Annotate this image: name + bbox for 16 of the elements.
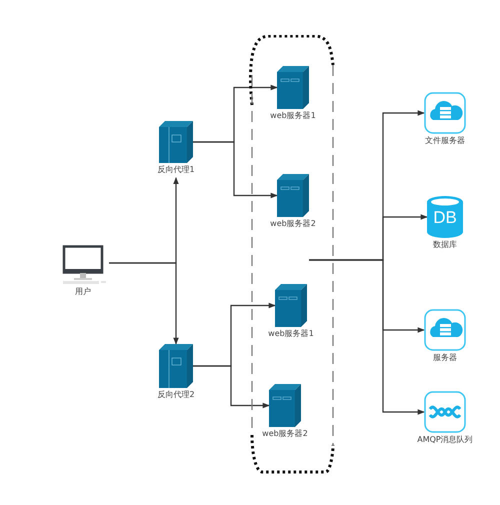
arrow — [109, 262, 179, 345]
node-caption: AMQP消息队列 — [417, 436, 473, 445]
node-caption: 用户 — [75, 288, 91, 297]
node-caption: 反向代理2 — [157, 391, 195, 400]
node-caption: 文件服务器 — [425, 137, 465, 146]
arrow — [193, 365, 270, 408]
node-caption: 反向代理1 — [157, 166, 195, 175]
arrow — [309, 259, 425, 415]
node-caption: 服务器 — [433, 354, 457, 363]
node-caption: web服务器1 — [270, 112, 316, 121]
node-caption: web服务器2 — [270, 220, 316, 229]
node-caption: web服务器1 — [268, 330, 314, 339]
node-caption: 数据库 — [433, 241, 457, 250]
icon-label: DB — [432, 209, 458, 226]
arrow — [193, 141, 278, 198]
node-caption: web服务器2 — [262, 430, 308, 439]
